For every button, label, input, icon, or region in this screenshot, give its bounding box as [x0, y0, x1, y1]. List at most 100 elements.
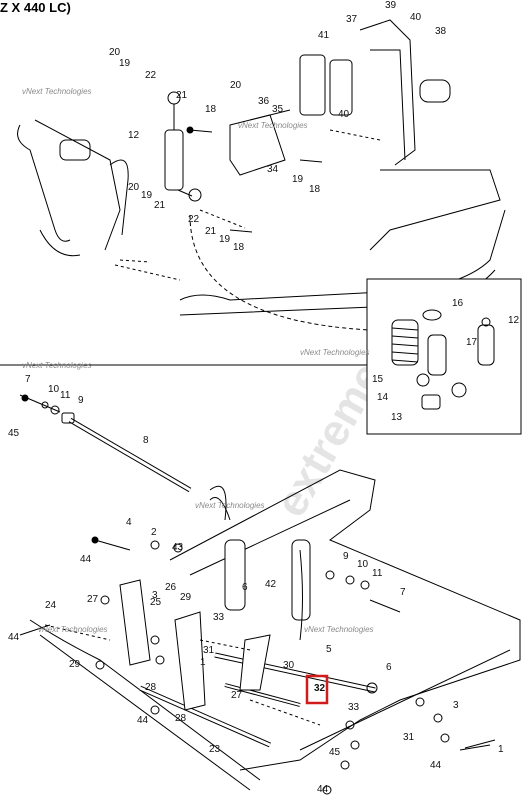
callout-44c: 44 [137, 715, 149, 726]
callout-45: 45 [8, 428, 20, 439]
callout-22: 22 [145, 70, 157, 81]
callout-18b: 18 [309, 184, 321, 195]
callout-27b: 27 [231, 690, 243, 701]
bolt-18-c [229, 229, 253, 233]
callout-40b: 40 [338, 109, 350, 120]
shock-assembly-lower [209, 497, 311, 641]
ring-14 [416, 373, 430, 387]
shock-absorber-12 [164, 91, 202, 202]
callouts-lower: 7 10 11 9 45 8 4 2 43 44 9 10 11 7 24 27… [8, 374, 504, 795]
callout-31b: 31 [403, 732, 415, 743]
sleeve-17 [427, 334, 447, 376]
callout-28b: 28 [145, 682, 157, 693]
rear-arm-frame [299, 19, 501, 251]
bolt-7 [369, 599, 401, 613]
bolt-44-a [19, 624, 51, 636]
callout-44: 44 [80, 554, 92, 565]
shock-detail-box [366, 278, 522, 435]
callout-33b: 33 [348, 702, 360, 713]
callout-6b: 6 [386, 662, 392, 673]
callout-11: 11 [60, 390, 71, 401]
callout-26: 26 [165, 582, 177, 593]
callout-1: 1 [200, 657, 206, 668]
callout-35: 35 [272, 104, 284, 115]
detail-leader [189, 214, 371, 331]
callout-6: 6 [242, 582, 248, 593]
callout-8: 8 [143, 435, 149, 446]
callout-32: 32 [314, 683, 326, 694]
callout-44d: 44 [430, 760, 442, 771]
watermarks: vNext Technologies vNext Technologies vN… [22, 87, 374, 634]
callout-7b: 7 [400, 587, 406, 598]
callout-36: 36 [258, 96, 270, 107]
callout-42: 42 [265, 579, 277, 590]
callout-19c: 19 [141, 190, 153, 201]
callout-18: 18 [205, 104, 217, 115]
watermark-1: vNext Technologies [22, 87, 92, 96]
callout-10b: 10 [357, 559, 369, 570]
callout-7: 7 [25, 374, 31, 385]
callout-15: 15 [372, 374, 384, 385]
callout-39: 39 [385, 0, 397, 11]
callout-29: 29 [180, 592, 192, 603]
callout-21b: 21 [154, 200, 166, 211]
bushing-block [59, 139, 91, 161]
callout-4: 4 [126, 517, 132, 528]
callout-38: 38 [435, 26, 447, 37]
lower-assembly [19, 394, 521, 795]
watermark-7: vNext Technologies [304, 625, 374, 634]
callout-30: 30 [283, 660, 295, 671]
callout-25: 25 [150, 597, 162, 608]
callout-11b: 11 [372, 568, 383, 579]
callout-29b: 29 [69, 659, 81, 670]
callout-43: 43 [172, 542, 184, 553]
callout-12b: 12 [508, 315, 520, 326]
page-title: Z X 440 LC) [0, 0, 71, 15]
link-arm-28 [174, 611, 206, 711]
callout-20b: 20 [230, 80, 242, 91]
callout-19d: 19 [219, 234, 231, 245]
callout-44e: 44 [317, 784, 329, 795]
callout-10: 10 [48, 384, 60, 395]
callout-9b: 9 [343, 551, 349, 562]
slide-rail-lower [29, 619, 261, 781]
callout-45b: 45 [329, 747, 341, 758]
callout-21: 21 [176, 90, 188, 101]
bolt-44-b [459, 744, 491, 751]
bolt-4 [91, 536, 131, 551]
bolt-18-a [186, 126, 213, 134]
callout-9: 9 [78, 395, 84, 406]
shock-12-detail [477, 324, 495, 366]
callout-18c: 18 [233, 242, 245, 253]
spring-13 [421, 394, 441, 410]
lock-washer [451, 382, 467, 398]
bolt-18-b [299, 159, 323, 163]
watermark-4: vNext Technologies [300, 348, 370, 357]
callouts-upper: 39 37 40 38 41 20 19 22 20 21 18 36 35 4… [109, 0, 520, 423]
callout-14: 14 [377, 392, 389, 403]
callout-1b: 1 [498, 744, 504, 755]
callout-5: 5 [326, 644, 332, 655]
frame-loop-left [17, 124, 71, 242]
washer-16 [422, 309, 442, 321]
callout-20c: 20 [128, 182, 140, 193]
callout-19: 19 [119, 58, 131, 69]
washer-6 [366, 682, 378, 694]
callout-22b: 22 [188, 214, 200, 225]
link-arm-30 [239, 634, 271, 691]
highlight-box-32 [305, 674, 329, 705]
callout-24: 24 [45, 600, 57, 611]
callout-2: 2 [151, 527, 157, 538]
callout-40: 40 [410, 12, 422, 23]
callout-27: 27 [87, 594, 99, 605]
callout-34: 34 [267, 164, 279, 175]
watermark-3: vNext Technologies [22, 361, 92, 370]
watermark-6: vNext Technologies [38, 625, 108, 634]
callout-3: 3 [152, 590, 158, 601]
callout-31: 31 [203, 645, 215, 656]
spring-15 [391, 319, 419, 366]
callout-41: 41 [318, 30, 330, 41]
callout-3b: 3 [453, 700, 459, 711]
